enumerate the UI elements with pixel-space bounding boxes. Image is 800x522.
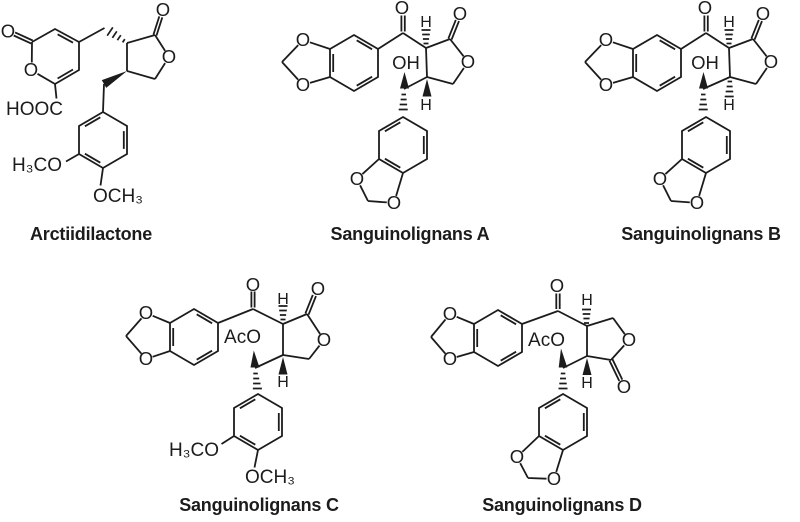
atom-label-oxygen: O — [24, 59, 38, 80]
bold-wedge-bond-h — [422, 79, 432, 97]
atom-label-hydroxyl: OH — [691, 52, 719, 73]
bonds — [584, 32, 768, 204]
atom-label-acetoxy: AcO — [224, 327, 261, 348]
atom-label-methoxy: OCH₃ — [93, 186, 143, 207]
atom-label-hydrogen: H — [581, 292, 593, 309]
atom-label-oxygen: O — [395, 0, 409, 18]
structure-sanguinolignans-d: O O O H O O AcO H O O — [430, 275, 636, 489]
structure-sanguinolignans-c: O O O H O O AcO H H₃CO OCH₃ — [125, 274, 331, 488]
structure-sanguinolignans-b: O O O H O O OH H O O — [584, 0, 778, 213]
compound-name-sanguinolignans-c: Sanguinolignans C — [179, 495, 339, 515]
atom-label-oxygen: O — [350, 168, 364, 189]
atom-label-oxygen: O — [296, 74, 310, 95]
atom-label-oxygen: O — [550, 275, 564, 296]
atom-label-oxygen: O — [547, 468, 561, 489]
hashed-wedge-bonds — [252, 305, 288, 390]
atom-label-oxygen: O — [246, 274, 260, 295]
atom-label-oxygen: O — [622, 329, 636, 350]
bold-wedge-bond-oh — [699, 72, 708, 89]
atom-label-oxygen: O — [311, 278, 325, 299]
atom-label-oxygen: O — [139, 348, 153, 369]
bonds — [281, 32, 465, 204]
atom-label-hydrogen: H — [277, 374, 289, 391]
bold-wedge-bond-h — [582, 358, 592, 375]
atom-label-oxygen: O — [599, 74, 613, 95]
atom-label-oxygen: O — [387, 192, 401, 213]
bonds — [430, 308, 626, 480]
bold-wedge-bond-aco — [558, 348, 568, 368]
atom-label-oxygen: O — [653, 168, 667, 189]
bold-wedge-bond — [101, 71, 127, 88]
hashed-wedge-bond — [106, 26, 126, 43]
bonds — [30, 27, 166, 186]
compound-name-sanguinolignans-a: Sanguinolignans A — [330, 224, 490, 244]
bonds — [125, 307, 321, 468]
atom-label-oxygen: O — [139, 302, 153, 323]
atom-label-hydrogen: H — [420, 14, 432, 31]
compound-name-sanguinolignans-b: Sanguinolignans B — [621, 224, 781, 244]
atom-label-oxygen: O — [690, 192, 704, 213]
atom-label-oxygen: O — [156, 0, 170, 20]
atom-label-oxygen: O — [698, 0, 712, 18]
compound-name-sanguinolignans-d: Sanguinolignans D — [482, 495, 642, 515]
atom-label-hydrogen: H — [723, 97, 735, 114]
bold-wedge-bond-oh — [400, 72, 409, 89]
hashed-wedge-bonds — [398, 29, 431, 111]
double-bonds — [635, 15, 763, 169]
atom-label-oxygen: O — [317, 329, 331, 350]
atom-label-oxygen: O — [510, 446, 524, 467]
atom-label-oxygen: O — [1, 21, 15, 42]
atom-label-hydrogen: H — [581, 375, 593, 392]
compound-name-arctiidilactone: Arctiidilactone — [29, 224, 153, 244]
atom-label-acetoxy: AcO — [528, 330, 565, 351]
atom-label-oxygen: O — [162, 46, 176, 67]
atom-label-oxygen: O — [443, 348, 457, 369]
atom-label-hydrogen: H — [277, 291, 289, 308]
atom-label-oxygen: O — [617, 376, 631, 397]
structure-sanguinolignans-a: O O O H O O OH H O O — [281, 0, 475, 213]
atom-label-oxygen: O — [461, 51, 475, 72]
atom-label-oxygen: O — [764, 51, 778, 72]
bold-wedge-bond-h — [278, 357, 288, 375]
atom-label-methoxy: OCH₃ — [245, 467, 295, 488]
hashed-wedge-bonds — [558, 308, 591, 390]
double-bonds — [332, 15, 460, 169]
double-bonds — [13, 16, 164, 164]
bold-wedge-bond-aco — [250, 350, 260, 368]
atom-label-hydrogen: H — [723, 14, 735, 31]
hashed-wedge-bonds — [698, 29, 734, 111]
atom-label-methoxy: H₃CO — [169, 440, 219, 461]
atom-label-hydrogen: H — [420, 97, 432, 114]
atom-label-oxygen: O — [599, 29, 613, 50]
atom-label-hydroxyl: OH — [392, 52, 420, 73]
atom-label-oxygen: O — [453, 3, 467, 24]
structure-arctiidilactone: O O O O HOOC H₃CO OCH₃ — [1, 0, 176, 207]
atom-label-carboxyl: HOOC — [6, 99, 63, 120]
atom-label-oxygen: O — [443, 303, 457, 324]
double-bonds — [476, 293, 624, 446]
atom-label-methoxy: H₃CO — [12, 155, 62, 176]
atom-label-oxygen: O — [756, 3, 770, 24]
atom-label-oxygen: O — [296, 29, 310, 50]
double-bonds — [172, 291, 317, 446]
